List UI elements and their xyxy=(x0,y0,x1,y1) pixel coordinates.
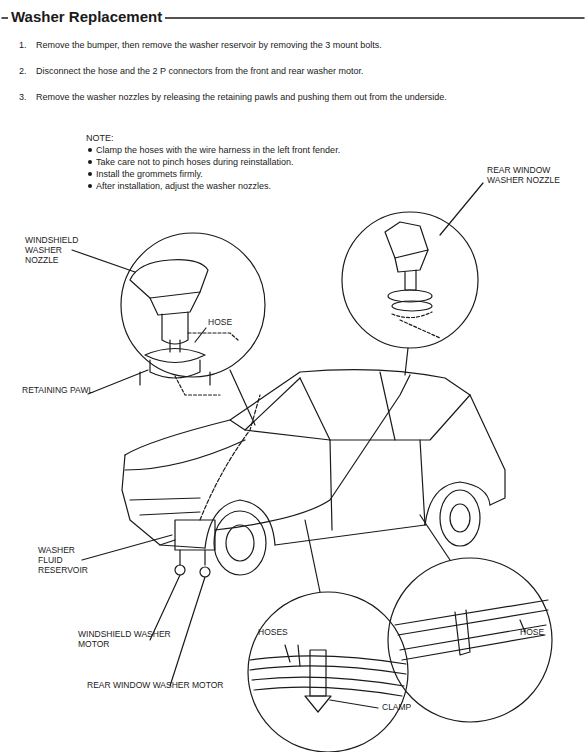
part-label: HOSE xyxy=(208,318,248,328)
part-label: HOSES xyxy=(258,628,303,638)
step-text: Remove the bumper, then remove the washe… xyxy=(36,40,576,50)
step-number: 3. xyxy=(19,92,33,102)
step-number: 1. xyxy=(19,40,33,50)
bullet-dot xyxy=(88,184,92,188)
bullet-dot xyxy=(88,148,92,152)
part-label: WINDSHIELD WASHER MOTOR xyxy=(78,630,188,650)
bullet-dot xyxy=(88,160,92,164)
note-item: Take care not to pinch hoses during rein… xyxy=(96,157,516,167)
step-text: Remove the washer nozzles by releasing t… xyxy=(36,92,576,102)
step-text: Disconnect the hose and the 2 P connecto… xyxy=(36,66,576,76)
note-item: Clamp the hoses with the wire harness in… xyxy=(96,145,516,155)
note-item: After installation, adjust the washer no… xyxy=(96,181,516,191)
part-label: WASHER FLUID RESERVOIR xyxy=(38,546,92,575)
note-item: Install the grommets firmly. xyxy=(96,169,516,179)
bullet-dot xyxy=(88,172,92,176)
part-label: HOSE xyxy=(520,628,560,638)
step-number: 2. xyxy=(19,66,33,76)
part-label: CLAMP xyxy=(382,703,432,713)
part-label: REAR WINDOW WASHER MOTOR xyxy=(87,681,227,691)
part-label: WINDSHIELD WASHER NOZZLE xyxy=(25,236,77,265)
note-heading: NOTE: xyxy=(86,133,146,143)
part-label: REAR WINDOW WASHER NOZZLE xyxy=(487,166,577,186)
part-label: RETAINING PAWL xyxy=(22,386,132,396)
page-title: Washer Replacement xyxy=(8,8,165,25)
